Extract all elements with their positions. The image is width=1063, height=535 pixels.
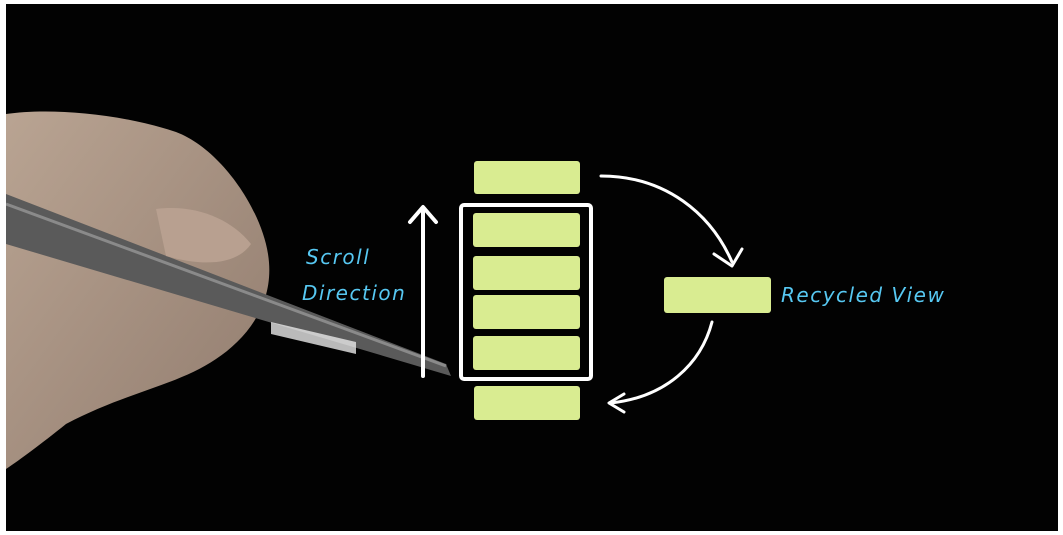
scroll-label-line1: Scroll [306, 245, 370, 269]
presenter-hand-image [6, 111, 451, 469]
scroll-direction-arrow [408, 205, 438, 378]
list-item-above-viewport [474, 161, 580, 194]
list-item-below-viewport [474, 386, 580, 420]
list-items [473, 161, 580, 420]
recycled-view-label: Recycled View [781, 283, 945, 307]
recycler-view-diagram: Scroll Direction Recycled View [6, 111, 945, 469]
recycle-in-arrow [609, 320, 714, 405]
recycle-in-arrowhead [607, 392, 626, 414]
scroll-label-line2: Direction [302, 281, 406, 305]
lightboard-canvas: Scroll Direction Recycled View [6, 4, 1058, 531]
recycle-out-arrowhead [712, 247, 744, 268]
list-item-visible-3 [473, 295, 580, 329]
list-item-visible-2 [473, 256, 580, 290]
recycled-view-item [664, 277, 771, 313]
list-item-visible-4 [473, 336, 580, 370]
list-item-visible-1 [473, 213, 580, 247]
recycle-out-arrow [599, 174, 734, 264]
viewport-frame [459, 203, 593, 381]
